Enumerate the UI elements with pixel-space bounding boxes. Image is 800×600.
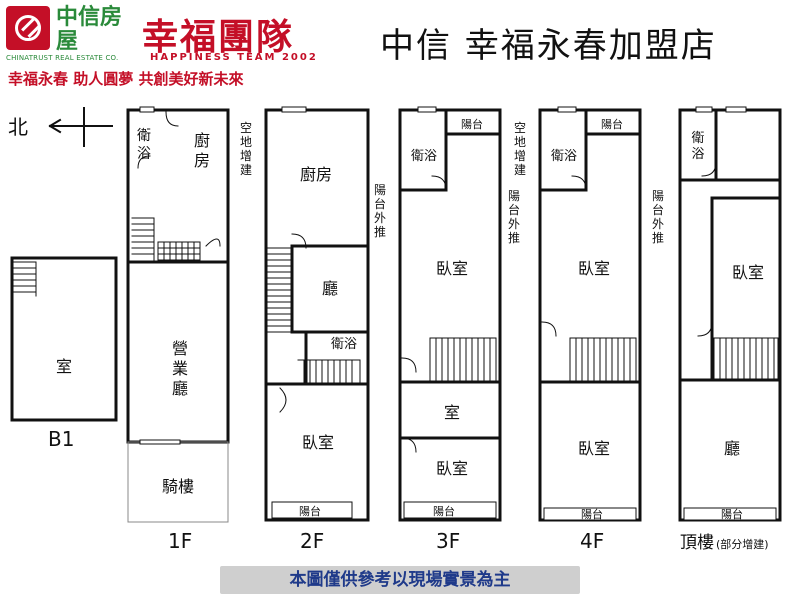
f1-bath-char2: 浴	[137, 146, 151, 162]
floor-label-b1: B1	[48, 427, 74, 451]
f3-annotation-char4: 建	[514, 163, 526, 177]
f4-balcony-bottom: 陽台	[581, 507, 603, 521]
f2-kitchen: 廚房	[300, 165, 332, 184]
f2-annotation-char4: 建	[240, 163, 252, 177]
disclaimer-text: 本圖僅供參考以現場實景為主	[289, 570, 511, 590]
floor-label-4f: 4F	[580, 529, 604, 553]
roof-hall: 廳	[724, 439, 740, 458]
f3-bath: 衛浴	[411, 149, 437, 164]
team-name: 幸福團隊	[142, 17, 295, 58]
f3-balcony-bottom: 陽台	[433, 504, 455, 518]
brand-english-name: CHINATRUST REAL ESTATE CO.	[6, 54, 119, 62]
f2-balcony-note-char2: 台	[374, 196, 386, 211]
f2-bath: 衛浴	[331, 337, 357, 352]
f4-bedroom2: 臥室	[578, 439, 610, 458]
f2-bedroom: 臥室	[302, 433, 334, 452]
f4-balcony-top: 陽台	[601, 117, 623, 131]
f3-room: 室	[444, 403, 460, 422]
f1-kitchen-char2: 房	[194, 151, 210, 170]
f4-bath: 衛浴	[551, 149, 577, 164]
floor-label-1f: 1F	[168, 529, 192, 553]
slogan: 幸福永春 助人圓夢 共創美好新未來	[8, 70, 244, 88]
disclaimer-banner: 本圖僅供參考以現場實景為主	[220, 566, 580, 594]
brand-logo-icon	[6, 6, 50, 50]
b1-room: 室	[56, 357, 72, 376]
floor-label-3f: 3F	[436, 529, 460, 553]
f2-annotation-char3: 增	[240, 149, 252, 163]
f2-balcony: 陽台	[299, 504, 321, 518]
f4-balcony-note-char2: 台	[652, 202, 664, 217]
f1-arcade: 騎樓	[162, 477, 194, 496]
f1-store-char3: 廳	[172, 379, 188, 398]
f4-bedroom1: 臥室	[578, 259, 610, 278]
f1-store-char1: 營	[172, 339, 188, 358]
roof-partial-note: (部分增建)	[716, 537, 769, 551]
f3-balcony-note-char4: 推	[508, 231, 520, 245]
floor-plan: 北 室 衛 浴 廚 房 營 業 廳 騎樓 廚房 廳 衛浴 臥室 陽台 陽台 衛浴…	[8, 106, 782, 553]
f1-bath-char1: 衛	[137, 128, 151, 144]
b1-outline	[10, 256, 118, 422]
f2-hall: 廳	[322, 279, 338, 298]
roof-bath-char2: 浴	[691, 147, 704, 162]
f2-annotation-char1: 空	[240, 121, 252, 135]
roof-bath-char1: 衛	[691, 131, 704, 146]
f3-balcony-note-char1: 陽	[508, 189, 520, 203]
roof-outline	[678, 108, 782, 522]
f1-kitchen-char1: 廚	[194, 131, 210, 150]
floor-label-roof: 頂樓	[680, 533, 714, 553]
f2-balcony-note-char1: 陽	[374, 183, 386, 197]
f3-balcony-note-char3: 外	[508, 217, 520, 231]
f3-bedroom1: 臥室	[436, 259, 468, 278]
f4-balcony-note-char4: 推	[652, 231, 664, 245]
brand-name: 中信房屋	[56, 5, 123, 54]
f3-annotation-char1: 空	[514, 121, 526, 135]
roof-bedroom: 臥室	[732, 263, 764, 282]
f3-annotation-char2: 地	[514, 135, 526, 149]
f2-balcony-note-char3: 外	[374, 211, 386, 225]
header: 中信房屋 CHINATRUST REAL ESTATE CO. 幸福團隊 HAP…	[0, 0, 800, 100]
f4-outline	[538, 108, 642, 522]
team-english-name: HAPPINESS TEAM 2002	[150, 52, 318, 63]
f2-annotation-char2: 地	[240, 135, 252, 149]
f3-balcony-top: 陽台	[461, 117, 483, 131]
store-name: 中信 幸福永春加盟店	[380, 26, 717, 66]
roof-balcony: 陽台	[721, 507, 743, 521]
north-label: 北	[8, 115, 28, 139]
f2-balcony-note-char4: 推	[374, 225, 386, 239]
f3-annotation-char3: 增	[514, 149, 526, 163]
floor-label-2f: 2F	[300, 529, 324, 553]
f4-balcony-note-char1: 陽	[652, 189, 664, 203]
f3-bedroom2: 臥室	[436, 459, 468, 478]
f1-store-char2: 業	[172, 359, 188, 378]
north-arrow-icon	[48, 107, 113, 147]
f3-balcony-note-char2: 台	[508, 202, 520, 217]
f4-balcony-note-char3: 外	[652, 217, 664, 231]
